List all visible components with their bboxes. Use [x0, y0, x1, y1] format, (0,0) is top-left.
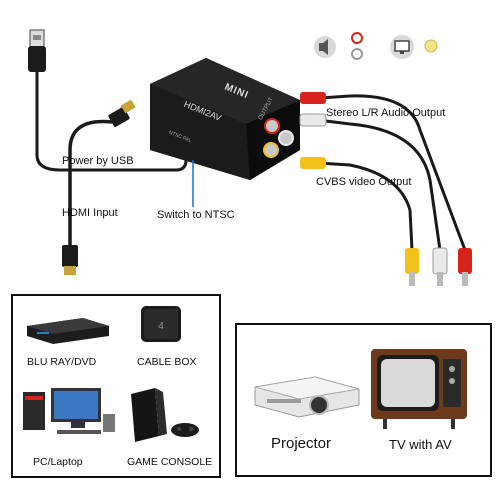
hdmi-cable — [68, 119, 113, 245]
sources-drawing: 4 — [23, 306, 199, 442]
hdmi-input-plug-icon — [62, 245, 78, 275]
audio-output-label: Stereo L/R Audio Output — [326, 107, 446, 119]
svg-text:4: 4 — [158, 321, 164, 332]
game-console-icon — [131, 388, 199, 442]
outputs-drawing — [254, 349, 467, 429]
rca-red-plug-icon — [300, 92, 472, 286]
speaker-icon — [314, 36, 336, 58]
monitor-icon — [390, 35, 414, 59]
converter-box — [150, 58, 300, 180]
output-label-tv: TV with AV — [389, 437, 452, 452]
usb-plug-icon — [28, 29, 46, 72]
projector-icon — [254, 376, 360, 418]
pc-laptop-icon — [23, 388, 115, 434]
rca-yellow-plug-icon — [300, 157, 419, 286]
hdmi-input-label: HDMI Input — [62, 207, 118, 219]
source-label-console: GAME CONSOLE — [127, 456, 213, 468]
cable-box-icon: 4 — [141, 306, 181, 342]
outputs-panel: Projector TV with AV — [235, 323, 492, 477]
sources-panel: 4 BLU RAY/DVD CABLE BOX PC/Laptop GAME C… — [11, 294, 221, 478]
source-label-cable-box: CABLE BOX — [137, 356, 197, 368]
output-label-projector: Projector — [271, 435, 332, 452]
retro-tv-icon — [371, 349, 467, 429]
audio-lr-icon — [351, 32, 363, 60]
connection-diagram: MINI HDMI2AV OUTPUT NTSC PAL Power by US… — [28, 29, 472, 286]
video-dot-icon — [424, 39, 438, 53]
source-label-pc: PC/Laptop — [33, 456, 83, 468]
source-label-bluray: BLU RAY/DVD — [27, 356, 97, 368]
video-output-label: CVBS video Output — [316, 176, 412, 188]
power-label: Power by USB — [62, 155, 134, 167]
usb-cable — [35, 72, 188, 172]
switch-label: Switch to NTSC — [157, 209, 235, 221]
hdmi-plug-icon — [108, 99, 136, 127]
bluray-player-icon — [27, 318, 109, 344]
rca-white-plug-icon — [299, 113, 448, 286]
diagram-drawing — [28, 29, 472, 286]
